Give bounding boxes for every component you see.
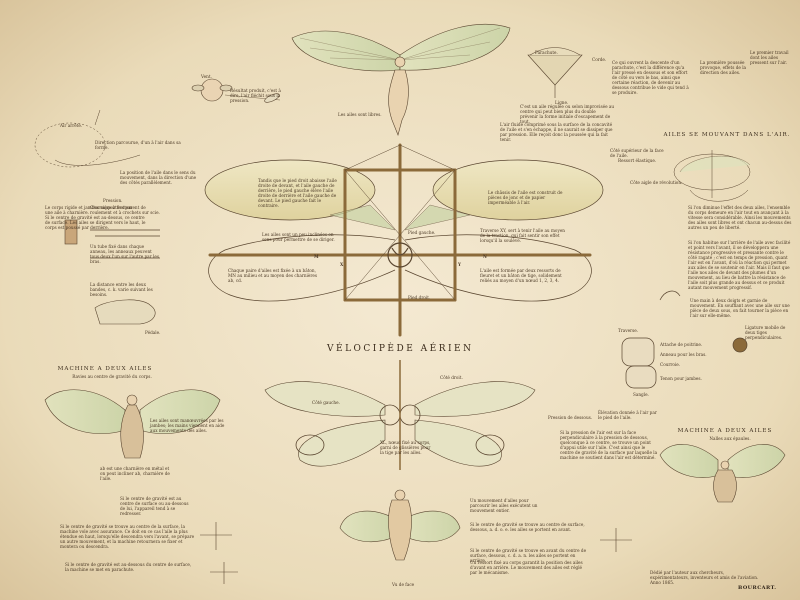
- label-sangle: Sangle.: [633, 392, 649, 397]
- velocipede-front-view: [264, 360, 536, 470]
- note-ressort: Un ressort fixé au corps garantit la pos…: [470, 560, 583, 575]
- note-distance: La distance entre les deux bandes, c. k.…: [90, 282, 153, 297]
- note-chaque-paire: Chaque paire d'ailes est fixée à un bâto…: [228, 268, 318, 283]
- note-mouvement-ailes: Un mouvement d'ailes pour parcourir les …: [470, 498, 538, 513]
- note-centre-gravite-4: Si le centre de gravité est au-dessous d…: [65, 562, 192, 572]
- note-figure: Les ailes sont libres.: [338, 112, 382, 117]
- hinge-parts: [64, 219, 160, 325]
- note-si-pression: Si la pression de l'air est sur la face …: [560, 430, 658, 460]
- label-vent: Vent.: [201, 74, 212, 79]
- subheading-machine-right: Nalles aux épaules.: [709, 436, 751, 441]
- label-y: Y: [458, 262, 461, 267]
- label-pied-droit: Pied droit.: [408, 295, 431, 300]
- note-corps: Le corps rigide et jambes supportées par…: [45, 205, 133, 215]
- subheading-machine-left: Ravies au centre de gravité du corps.: [72, 374, 152, 379]
- note-machine-left: Les ailes sont manœuvrées par les jambes…: [150, 418, 225, 433]
- top-winged-figure: [291, 23, 511, 136]
- parachute-illustration: [527, 47, 583, 98]
- note-charnieres: Charnière à frottement de roulement et à…: [90, 205, 160, 215]
- bottom-caption: Vu de face: [392, 582, 415, 587]
- label-parachute: Parachute.: [535, 50, 558, 55]
- label-attache: Attache de poitrine.: [660, 342, 703, 347]
- note-pression: Pression.: [103, 198, 123, 203]
- right-two-wing-machine: [659, 444, 786, 503]
- note-elevation: Élévation donnée à l'air par le pied de …: [598, 410, 657, 420]
- note-mouvement: Une main à deux doigts et garnie de mouv…: [690, 298, 790, 318]
- label-tenon: Tenon pour jambes.: [660, 376, 702, 381]
- wind-cherub: [191, 78, 281, 103]
- bottom-flying-figure: [339, 489, 461, 561]
- note-cherub: Résultat produit, c'est à dire, l'air fl…: [230, 88, 281, 103]
- note-top-left: Direction parcourue, d'un à l'air dans s…: [95, 140, 181, 150]
- note-cote-aile-rev: Côte aigle de révolution.: [630, 180, 683, 185]
- note-parachute: C'est un aile régulée ou selon improvisé…: [520, 104, 615, 124]
- label-n: N: [483, 254, 487, 259]
- label-ligne: Ligne.: [555, 100, 569, 105]
- plate-title: VÉLOCIPÈDE AÉRIEN: [327, 344, 474, 354]
- note-cote-superieure: Côté supérieur de la face de l'aile.: [610, 148, 664, 158]
- label-pedale: Pédale.: [145, 330, 161, 335]
- note-dessus: La première poussée provoque, effets de …: [700, 60, 747, 75]
- label-air-arrete: Air arrêté.: [60, 123, 83, 128]
- note-ressort-elastique: Ressort élastique.: [618, 158, 657, 163]
- wings-moving-sketch: [673, 150, 751, 202]
- air-trajectory: [34, 109, 141, 168]
- note-air-push: Le premier travail dont les ailes presse…: [750, 50, 789, 65]
- note-ailes: Si l'on diminue l'effet des deux ailes, …: [688, 205, 792, 230]
- note-centre-gravite-2: Si le centre de gravité est au centre de…: [120, 496, 189, 516]
- note-xl: XL, nœud fixé au corps, garni de glissiè…: [380, 440, 431, 455]
- velocipede-top-view: [204, 143, 604, 337]
- label-traverse: Traverse.: [618, 328, 639, 333]
- note-air: L'air fluide comprimé sous la surface de…: [500, 122, 613, 142]
- note-centre-gravite-3: Si le centre de gravité se trouve au cen…: [60, 524, 195, 549]
- label-x: X: [340, 262, 344, 267]
- note-position: La position de l'aile dans le sens du mo…: [120, 170, 197, 185]
- label-cote-gauche: Côté gauche.: [312, 400, 340, 405]
- note-ligature: Ligature mobile de deux tiges perpendicu…: [745, 325, 786, 340]
- label-pied-gauche: Pied gauche.: [408, 230, 436, 235]
- label-cote-droit: Côté droit.: [440, 375, 463, 380]
- note-ailes-pieds: Tandis que le pied droit abaisse l'aile …: [258, 178, 337, 208]
- label-courroie: Courroie.: [660, 362, 681, 367]
- note-aile-bat: Si l'on habitue sur l'arrière de l'aile …: [688, 240, 791, 290]
- note-traverse: Traverse XY, sert à tenir l'aile au moye…: [480, 228, 565, 243]
- label-corde: Corde.: [592, 57, 607, 62]
- label-m: M: [314, 254, 319, 259]
- left-two-wing-machine: [44, 389, 221, 459]
- label-anneau: Anneau pour les bras.: [660, 352, 707, 357]
- gravity-diagrams: [200, 522, 632, 584]
- signature: BOURCART.: [738, 585, 777, 591]
- heading-ailes-mouvant: AILES SE MOUVANT DANS L'AIR.: [663, 132, 791, 138]
- heading-machine-left: MACHINE A DEUX AILES: [57, 366, 153, 372]
- note-un-tube: Un tube fixé dans chaque anneau, les ann…: [90, 244, 159, 264]
- note-chassis: Le châssis de l'aile est construit de pi…: [488, 190, 563, 205]
- note-ailes-inclinees: Les ailes sont un peu inclinées en sens …: [262, 232, 335, 242]
- note-centre-gravite: Si le centre de gravité est au-dessus, c…: [45, 215, 146, 230]
- heading-machine-right: MACHINE A DEUX AILES: [677, 428, 773, 434]
- note-pression-dessous: Pression de dessous.: [548, 415, 593, 420]
- harness-parts: [621, 290, 748, 389]
- plate-footer: Dédié par l'auteur aux chercheurs, expér…: [650, 570, 759, 585]
- note-aile-formee: L'aile est formée par deux ressorts de f…: [480, 268, 562, 283]
- note-centre-surface: Si le centre de gravité se trouve au cen…: [470, 522, 585, 532]
- note-centre-surface-2: Si le centre de gravité se trouve en ava…: [470, 548, 587, 563]
- note-articule: ab est une charnière en métal et on peut…: [100, 466, 170, 481]
- note-right-top: Ce qui ouvrent la descente d'un parachut…: [612, 60, 689, 95]
